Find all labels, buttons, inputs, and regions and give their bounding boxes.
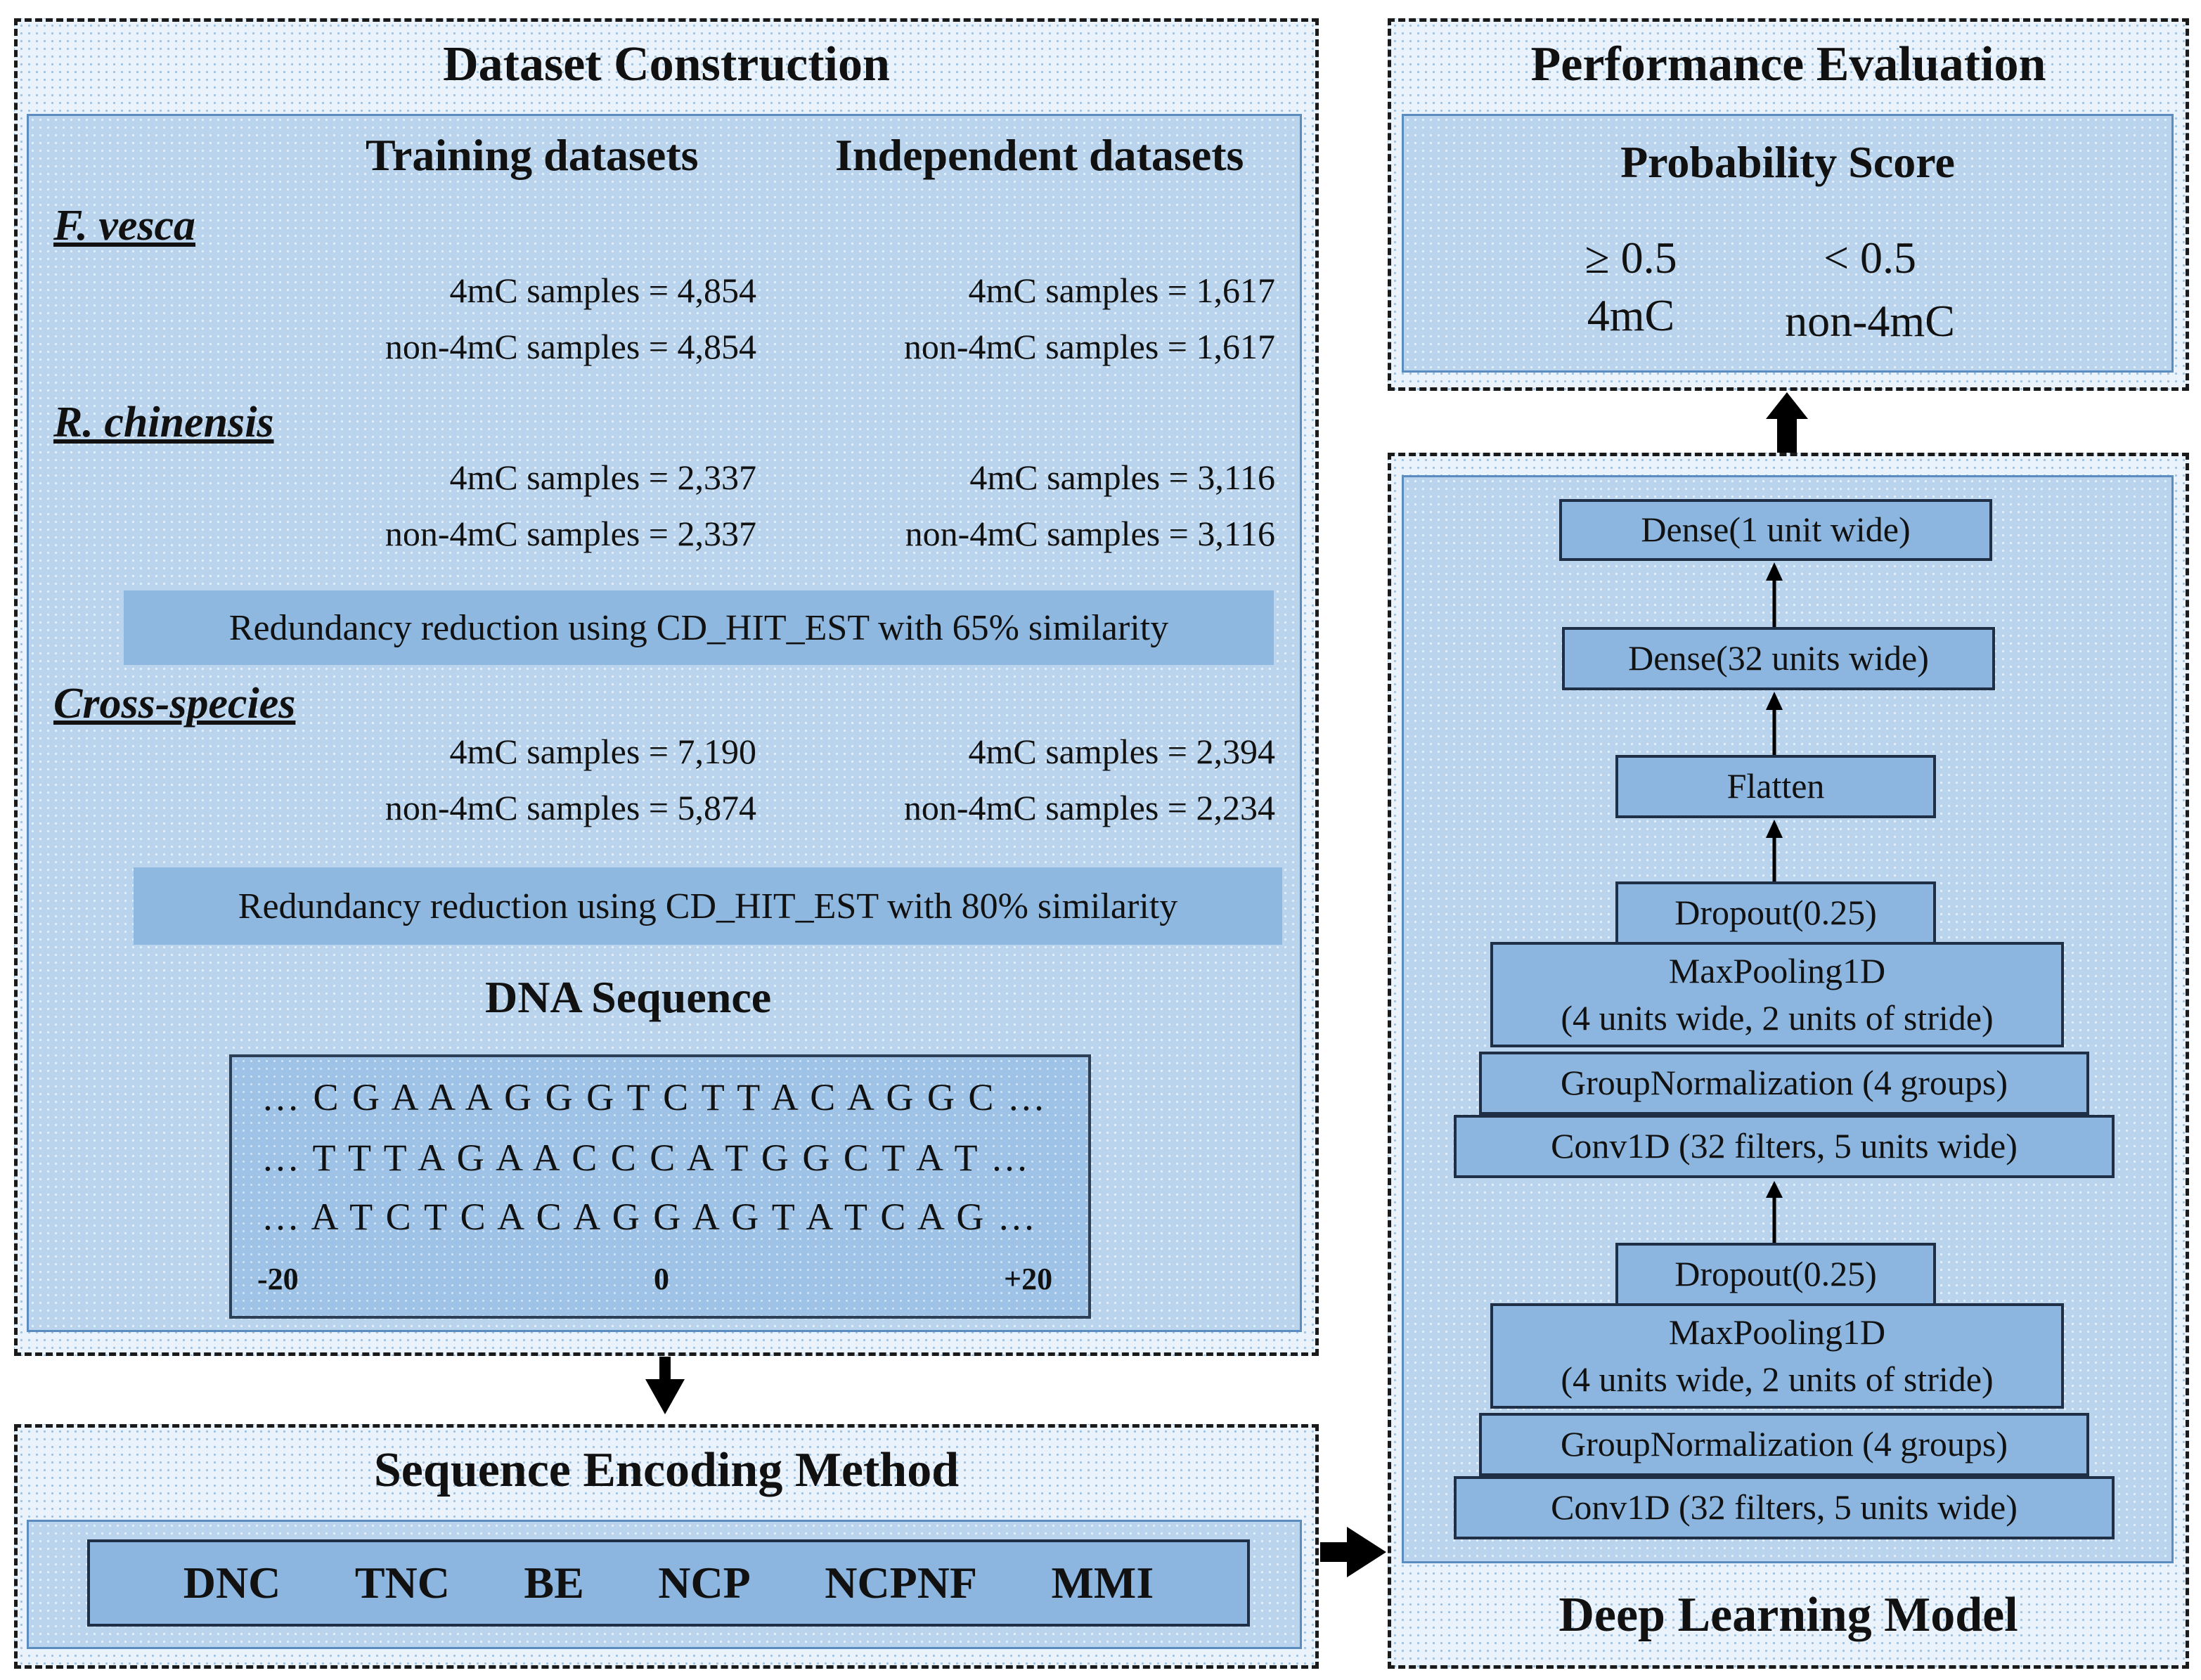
sequence-encoding-title: Sequence Encoding Method: [373, 1443, 960, 1497]
conv1d-label: Conv1D (32 filters, 5 units wide): [1551, 1126, 2018, 1166]
arrow-encoding-to-model: [1320, 1527, 1386, 1577]
groupnorm-label: GroupNormalization (4 groups): [1561, 1063, 2008, 1103]
dense-32-layer: Dense(32 units wide): [1562, 627, 1995, 690]
redundancy-reduction-65-band: Redundancy reduction using CD_HIT_EST wi…: [124, 590, 1274, 665]
encoding-method-dnc: DNC: [183, 1558, 281, 1608]
maxpooling-params: (4 units wide, 2 units of stride): [1561, 1359, 1994, 1399]
arrow-model-to-evaluation: [1766, 392, 1808, 453]
dense-1-layer: Dense(1 unit wide): [1559, 499, 1992, 561]
dropout-layer: Dropout(0.25): [1615, 881, 1936, 945]
independent-non4mc-count: non-4mC samples = 1,617: [903, 327, 1275, 366]
evaluation-inner-panel: [1402, 114, 2174, 373]
probability-score-title: Probability Score: [1620, 137, 1955, 187]
dna-sequence-line: … C G A A A G G G T C T T A C A G G C …: [262, 1076, 1047, 1118]
dense-1-label: Dense(1 unit wide): [1641, 510, 1911, 550]
dense-32-label: Dense(32 units wide): [1628, 638, 1929, 678]
independent-4mc-count: 4mC samples = 3,116: [969, 458, 1275, 497]
independent-4mc-count: 4mC samples = 1,617: [968, 271, 1275, 310]
maxpooling-params: (4 units wide, 2 units of stride): [1561, 998, 1994, 1038]
position-label-plus-20: +20: [1004, 1262, 1053, 1296]
position-label-zero: 0: [654, 1262, 669, 1296]
training-non4mc-count: non-4mC samples = 4,854: [385, 327, 756, 366]
maxpooling-label: MaxPooling1D: [1668, 1312, 1886, 1352]
training-4mc-count: 4mC samples = 4,854: [449, 271, 756, 310]
position-label-minus-20: -20: [257, 1262, 299, 1296]
species-label-cross-species: Cross-species: [53, 680, 296, 728]
training-4mc-count: 4mC samples = 2,337: [449, 458, 756, 497]
arrow-dataset-to-encoding: [645, 1357, 685, 1414]
encoding-method-be: BE: [524, 1558, 584, 1608]
label-non-4mc: non-4mC: [1785, 296, 1955, 346]
threshold-low: < 0.5: [1823, 233, 1917, 283]
arrow-dropout-to-flatten: [1766, 820, 1783, 881]
encoding-methods-box: DNC TNC BE NCP NCPNF MMI: [87, 1539, 1250, 1627]
species-label-r-chinensis: R. chinensis: [53, 399, 274, 446]
conv1d-label: Conv1D (32 filters, 5 units wide): [1551, 1487, 2018, 1527]
conv1d-layer: Conv1D (32 filters, 5 units wide): [1454, 1115, 2115, 1178]
independent-datasets-header: Independent datasets: [835, 130, 1244, 180]
conv1d-layer: Conv1D (32 filters, 5 units wide): [1454, 1476, 2115, 1539]
arrow-block1-to-block2: [1766, 1181, 1783, 1243]
label-4mc: 4mC: [1587, 290, 1675, 340]
maxpooling-layer: MaxPooling1D (4 units wide, 2 units of s…: [1490, 1303, 2064, 1409]
dataset-construction-title: Dataset Construction: [443, 37, 890, 91]
species-label-f-vesca: F. vesca: [53, 202, 196, 250]
dna-sequence-line: … T T T A G A A C C C A T G G C T A T …: [262, 1137, 1031, 1179]
groupnorm-layer: GroupNormalization (4 groups): [1479, 1052, 2089, 1115]
training-non4mc-count: non-4mC samples = 2,337: [385, 514, 756, 553]
flatten-label: Flatten: [1726, 766, 1825, 806]
maxpooling-label: MaxPooling1D: [1668, 950, 1886, 990]
training-4mc-count: 4mC samples = 7,190: [449, 732, 756, 771]
groupnorm-layer: GroupNormalization (4 groups): [1479, 1413, 2089, 1476]
dropout-label: Dropout(0.25): [1674, 893, 1877, 933]
dna-sequence-box: [229, 1054, 1091, 1319]
independent-4mc-count: 4mC samples = 2,394: [968, 732, 1275, 771]
training-non4mc-count: non-4mC samples = 5,874: [385, 788, 756, 827]
performance-evaluation-title: Performance Evaluation: [1530, 37, 2046, 91]
threshold-high: ≥ 0.5: [1584, 233, 1677, 283]
dna-sequence-line: … A T C T C A C A G G A G T A T C A G …: [262, 1196, 1038, 1238]
encoding-method-tnc: TNC: [354, 1558, 450, 1608]
dna-sequence-title: DNA Sequence: [485, 972, 772, 1022]
arrow-dense32-to-dense1: [1766, 562, 1783, 627]
encoding-method-mmi: MMI: [1051, 1558, 1154, 1608]
deep-learning-model-title: Deep Learning Model: [1558, 1588, 2018, 1642]
dropout-label: Dropout(0.25): [1674, 1254, 1877, 1294]
maxpooling-layer: MaxPooling1D (4 units wide, 2 units of s…: [1490, 942, 2064, 1047]
independent-non4mc-count: non-4mC samples = 2,234: [903, 788, 1275, 827]
independent-non4mc-count: non-4mC samples = 3,116: [905, 514, 1275, 553]
flatten-layer: Flatten: [1615, 755, 1936, 818]
encoding-method-ncp: NCP: [658, 1558, 751, 1608]
encoding-method-ncpnf: NCPNF: [825, 1558, 978, 1608]
redundancy-reduction-80-band: Redundancy reduction using CD_HIT_EST wi…: [134, 867, 1282, 945]
groupnorm-label: GroupNormalization (4 groups): [1561, 1424, 2008, 1464]
training-datasets-header: Training datasets: [366, 130, 699, 180]
arrow-flatten-to-dense32: [1766, 692, 1783, 755]
